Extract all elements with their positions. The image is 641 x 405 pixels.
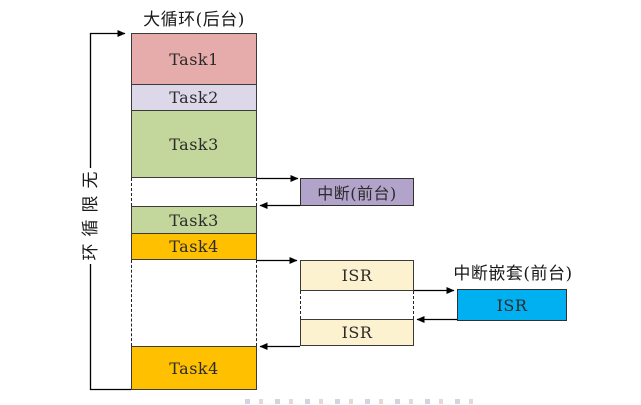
infinite-loop-char: 环 [81, 243, 101, 261]
task3-box: Task3 [131, 110, 257, 178]
isr-box-2: ISR [300, 319, 414, 346]
infinite-loop-char: 无 [81, 171, 101, 189]
infinite-loop-char: 限 [81, 195, 101, 213]
task4-resume-box: Task4 [131, 346, 257, 390]
isr-box-1: ISR [300, 260, 414, 291]
infinite-loop-label: 无 限 循 环 [79, 168, 103, 264]
background-loop-title: 大循环(后台) [143, 9, 245, 30]
nested-isr-box: ISR [457, 289, 567, 321]
nested-interrupt-title: 中断嵌套(前台) [453, 263, 573, 284]
infinite-loop-char: 循 [81, 219, 101, 237]
task2-box: Task2 [131, 84, 257, 111]
task3-resume-box: Task3 [131, 206, 257, 234]
isr-idle-gap [300, 291, 414, 319]
task1-box: Task1 [131, 33, 257, 85]
idle-gap-isr [131, 260, 257, 346]
interrupt-box: 中断(前台) [300, 178, 414, 206]
idle-gap-interrupt [131, 178, 257, 206]
task4-box: Task4 [131, 233, 257, 260]
cropped-caption-fragment [245, 399, 473, 404]
